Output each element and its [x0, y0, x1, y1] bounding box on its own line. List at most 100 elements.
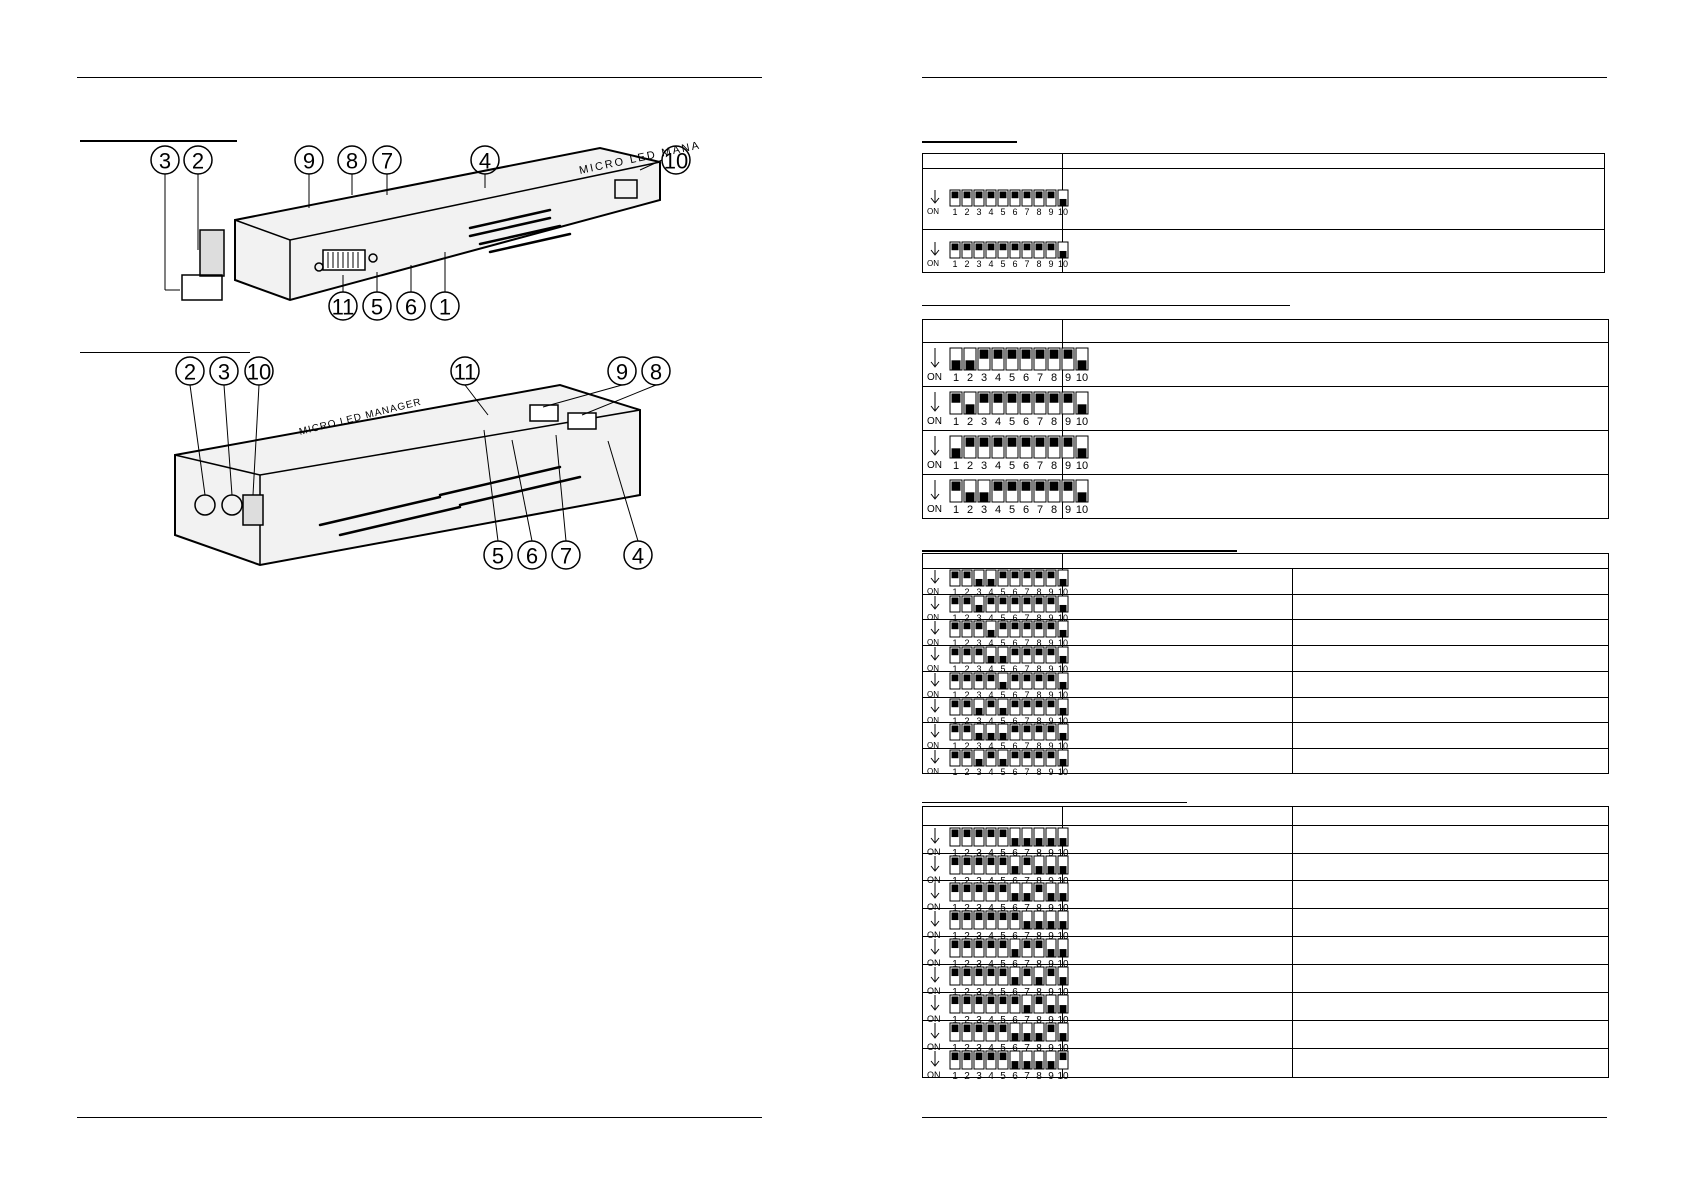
- dip-number: 4: [988, 690, 993, 700]
- dip-knob-off: [1047, 1024, 1055, 1033]
- dip-knob-on: [1059, 838, 1067, 846]
- dip-number: 2: [964, 638, 969, 648]
- dip-switch-slot: [1057, 241, 1069, 259]
- dip-number: 7: [1024, 931, 1030, 941]
- callout-3: 3: [218, 360, 230, 385]
- dip-number: 1: [953, 460, 959, 471]
- dip-knob-on: [975, 758, 983, 766]
- dip-on-label: ON: [927, 416, 942, 427]
- dip-knob-on: [1047, 921, 1055, 929]
- dip-number: 10: [1058, 767, 1068, 777]
- dip-number: 6: [1012, 848, 1018, 858]
- dip-knob-off: [987, 597, 995, 605]
- dip-knob-off: [951, 648, 959, 656]
- dip-number: 8: [1036, 1071, 1042, 1081]
- dip-number: 1: [952, 848, 958, 858]
- dip-switch-slot: [997, 723, 1009, 741]
- dip-knob-off: [987, 857, 995, 866]
- dip-number: 8: [1036, 848, 1042, 858]
- dip-number: 8: [1051, 504, 1057, 515]
- down-arrow-icon: [930, 750, 940, 764]
- dip-number: 9: [1048, 613, 1053, 623]
- dip-knob-off: [951, 622, 959, 630]
- down-arrow-icon: [930, 856, 940, 872]
- callout-3: 3: [159, 149, 171, 174]
- dip-knob-off: [963, 857, 971, 866]
- dip-knob-off: [951, 393, 961, 403]
- dip-switch-slot: [1057, 910, 1069, 930]
- dip-number: 7: [1037, 416, 1043, 427]
- dip-number: 5: [1000, 1015, 1006, 1025]
- dip-knob-off: [1035, 751, 1043, 759]
- dip-knob-off: [951, 1024, 959, 1033]
- dip-knob-on: [1059, 578, 1067, 586]
- dip-switch-slot: [1057, 698, 1069, 716]
- dip-knob-off: [963, 674, 971, 682]
- dip-number: 6: [1012, 1015, 1018, 1025]
- dip-number: 10: [1057, 903, 1069, 913]
- dip-knob-off: [975, 968, 983, 977]
- dip-number: 9: [1048, 259, 1053, 269]
- dip-knob-off: [951, 996, 959, 1005]
- dip-knob-off: [1023, 191, 1031, 199]
- right-page-header-rule: [922, 77, 1607, 78]
- dip-number: 4: [988, 959, 994, 969]
- dip-number: 5: [1009, 416, 1015, 427]
- dip-knob-on: [999, 732, 1007, 740]
- dip-number: 9: [1065, 372, 1071, 383]
- dip-knob-on: [1047, 949, 1055, 957]
- dip-knob-off: [1011, 674, 1019, 682]
- dip-knob-off: [1023, 243, 1031, 251]
- dip-knob-on: [1035, 1033, 1043, 1041]
- dip-knob-off: [975, 829, 983, 838]
- dip-knob-on: [1059, 893, 1067, 901]
- dip-knob-off: [987, 829, 995, 838]
- dip-knob-on: [1047, 893, 1055, 901]
- dip-knob-off: [1011, 912, 1019, 921]
- dip-knob-off: [993, 393, 1003, 403]
- dip-knob-on: [1059, 921, 1067, 929]
- dip-number: 3: [976, 1071, 982, 1081]
- callout-10: 10: [247, 360, 271, 385]
- dip-knob-off: [1023, 648, 1031, 656]
- dip-switch-slot: [1033, 1022, 1045, 1042]
- dip-knob-on: [1077, 448, 1087, 458]
- dip-knob-off: [999, 571, 1007, 579]
- callouts-bottom: 2 3 10 11 9 8 5 6 7 4: [175, 356, 671, 570]
- dip-switch-slot: [1057, 569, 1069, 587]
- dip-number: 2: [964, 664, 969, 674]
- dip-knob-off: [999, 1024, 1007, 1033]
- dip-knob-off: [1035, 349, 1045, 359]
- dip-number: 3: [981, 372, 987, 383]
- dip-knob-off: [1059, 1052, 1067, 1061]
- dip-knob-off: [1047, 648, 1055, 656]
- dip-number: 6: [1023, 416, 1029, 427]
- dip-number: 8: [1036, 587, 1041, 597]
- dip-number: 6: [1012, 931, 1018, 941]
- dip-switch-slot: [1057, 882, 1069, 902]
- dip-knob-off: [1023, 571, 1031, 579]
- down-arrow-icon: [930, 1023, 940, 1039]
- right-heading-underline-3: [922, 550, 1237, 552]
- dip-switch-slot: [985, 569, 997, 587]
- dip-on-label: ON: [927, 847, 941, 857]
- dip-knob-off: [1021, 437, 1031, 447]
- dip-knob-on: [1059, 681, 1067, 689]
- dip-knob-off: [987, 191, 995, 199]
- dip-number: 6: [1012, 638, 1017, 648]
- dip-number: 5: [1000, 259, 1005, 269]
- callouts-top: 3 2 9 8 7 4 10 11 5 6 1: [150, 145, 691, 321]
- dip-number: 3: [976, 741, 981, 751]
- dip-knob-off: [1011, 725, 1019, 733]
- left-page-header-rule: [77, 77, 762, 78]
- dip-switch-slot: [1057, 723, 1069, 741]
- dip-knob-off: [963, 751, 971, 759]
- dip-knob-off: [1035, 597, 1043, 605]
- dip-knob-off: [1035, 648, 1043, 656]
